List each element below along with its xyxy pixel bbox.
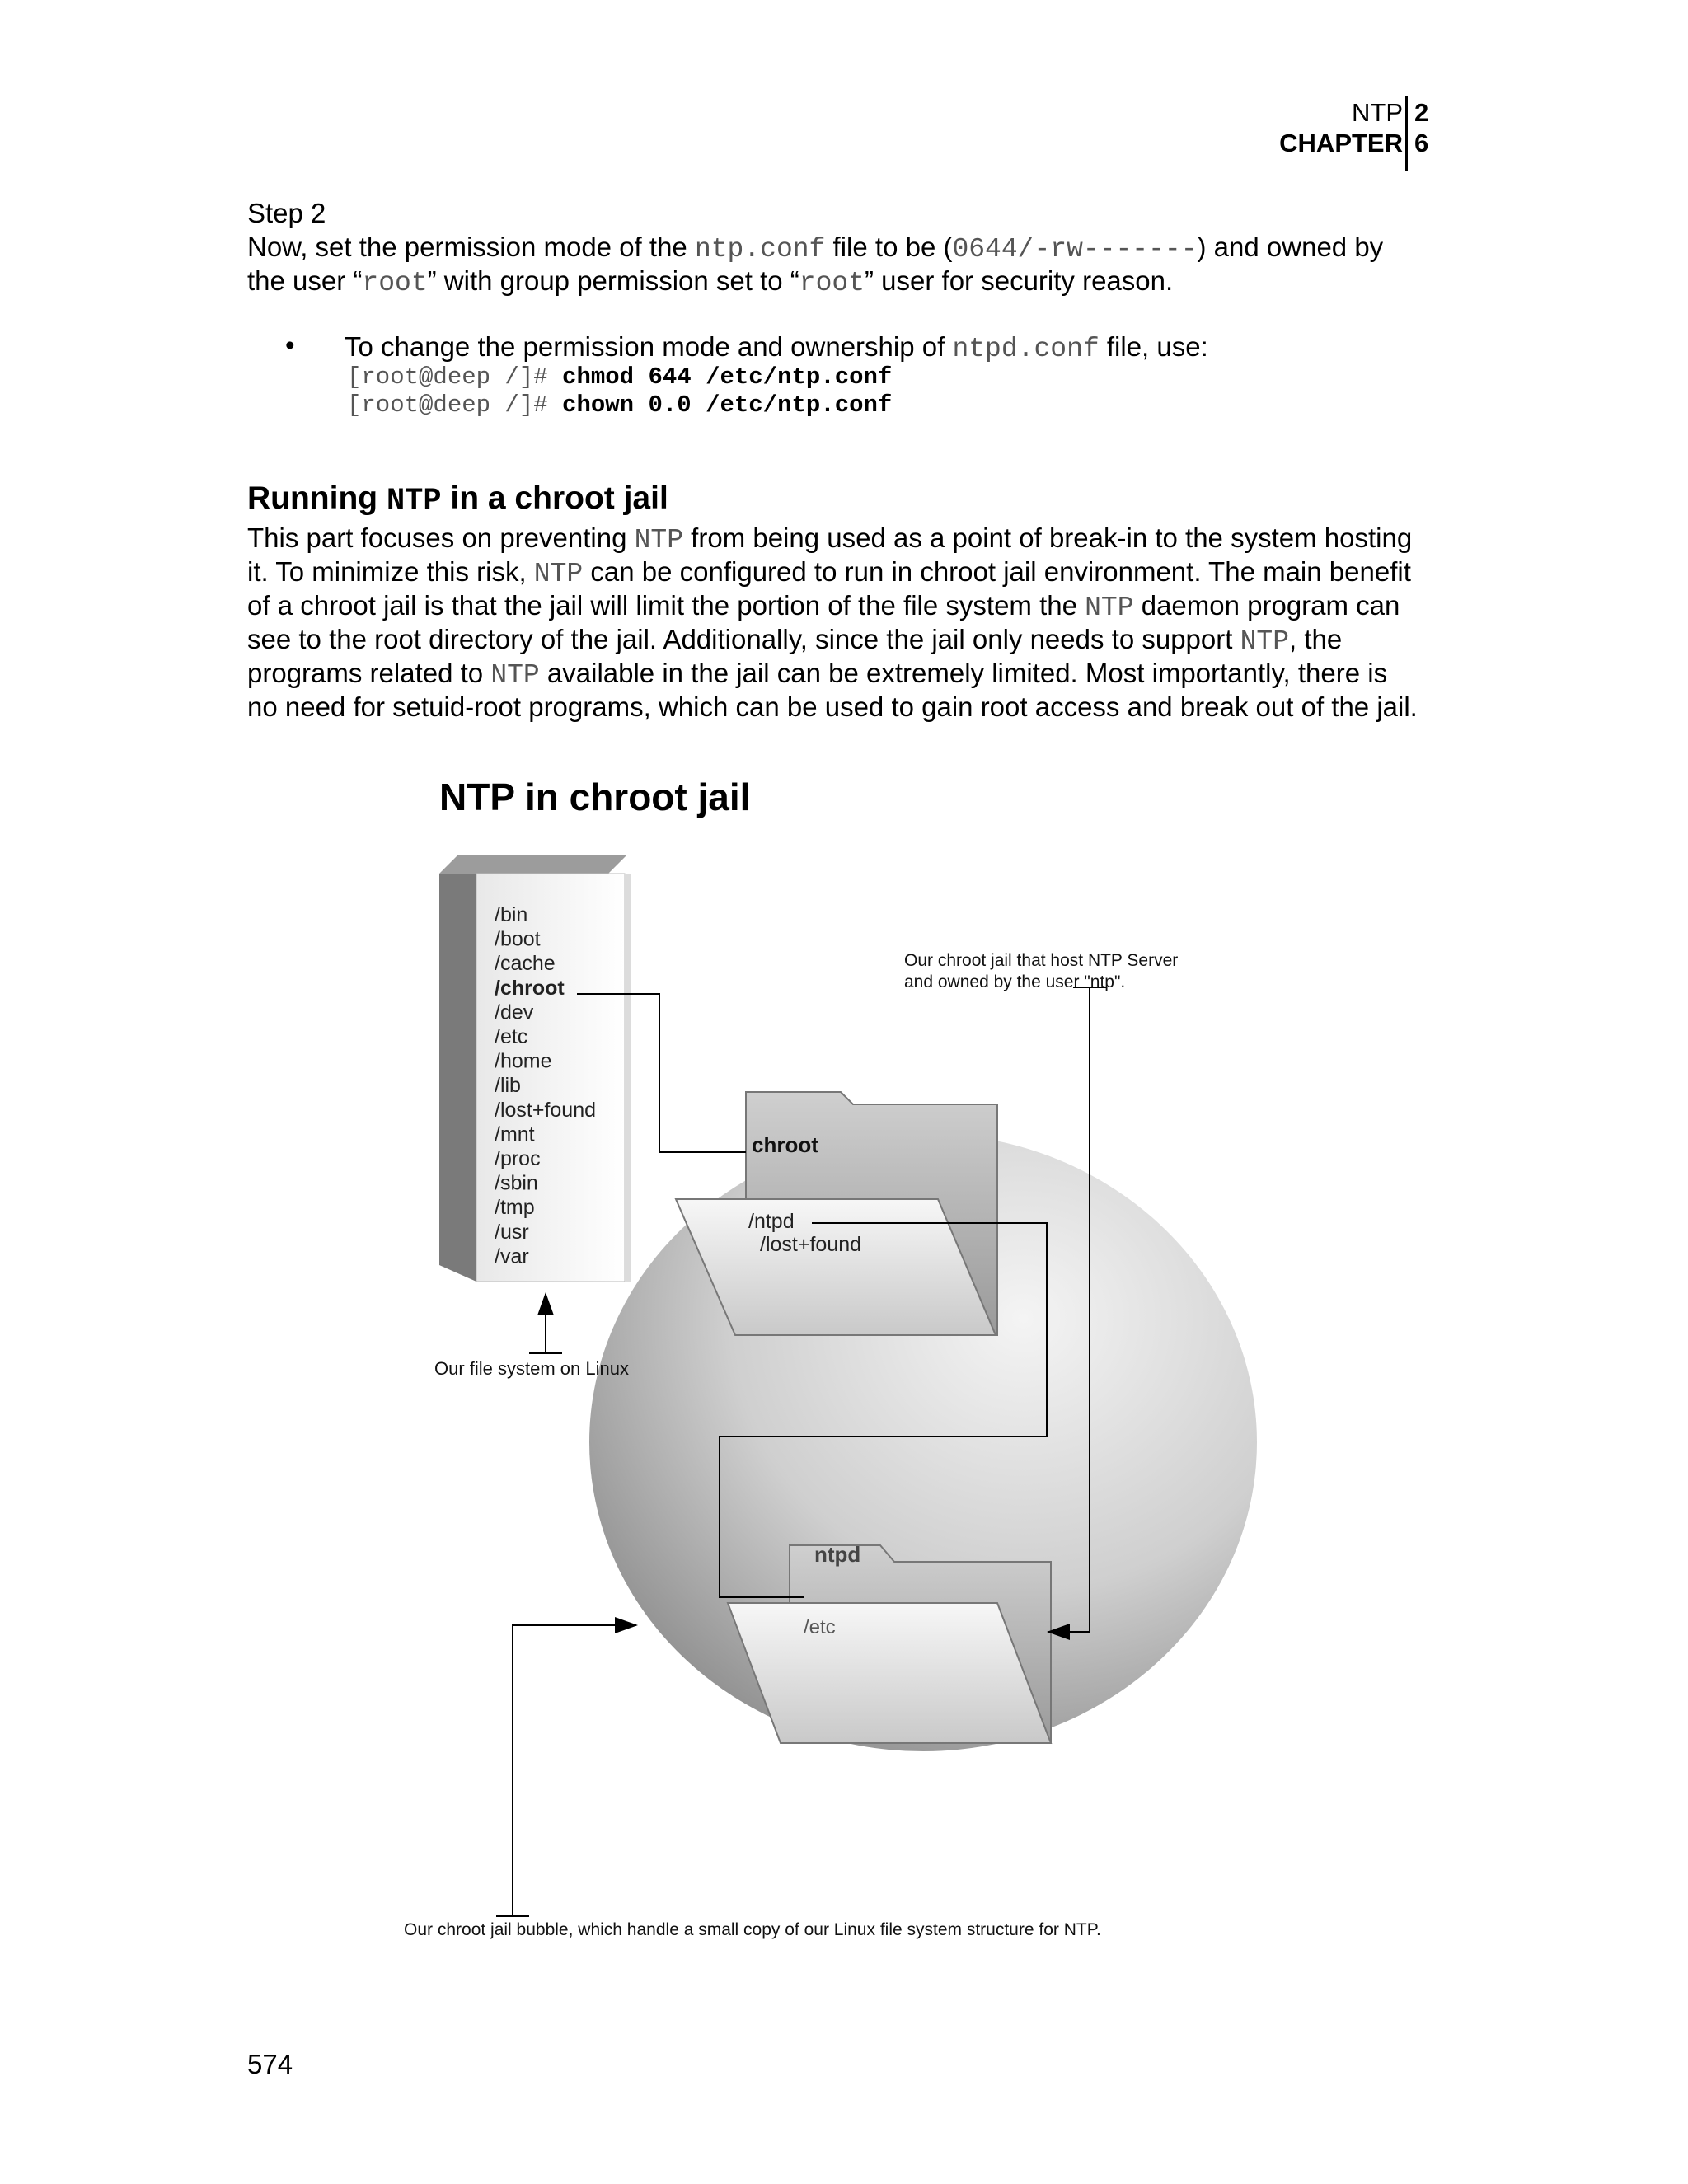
filesystem-caption: Our file system on Linux [434, 1358, 629, 1379]
filesystem-item: /proc [495, 1147, 541, 1170]
bullet-symbol: • [285, 330, 295, 361]
step-paragraph-line-2: the user “root” with group permission se… [247, 264, 1442, 300]
header-chapter-number-1: 2 [1414, 97, 1428, 128]
filesystem-item: /sbin [495, 1172, 538, 1195]
section-line-2: it. To minimize this risk, NTP can be co… [247, 555, 1442, 591]
filesystem-item: /lost+found [495, 1099, 596, 1122]
section-line-1: This part focuses on preventing NTP from… [247, 521, 1442, 557]
section-line-6: no need for setuid-root programs, which … [247, 690, 1442, 724]
section-line-5: programs related to NTP available in the… [247, 656, 1442, 692]
filesystem-item: /var [495, 1244, 529, 1268]
section-line-4: see to the root directory of the jail. A… [247, 622, 1442, 658]
jail-note-line-1: Our chroot jail that host NTP Server [904, 951, 1178, 970]
ntpd-item-etc: /etc [804, 1616, 836, 1638]
filesystem-item: /boot [495, 928, 541, 951]
chroot-folder: chroot /ntpd /lost+found [676, 1092, 997, 1335]
chroot-item-lost-found: /lost+found [760, 1233, 861, 1256]
header-divider [1405, 96, 1408, 171]
jail-note-line-2: and owned by the user "ntp". [904, 972, 1125, 991]
filesystem-item: /chroot [495, 977, 565, 1000]
filesystem-item: /lib [495, 1074, 521, 1097]
command-chown: [root@deep /]# chown 0.0 /etc/ntp.conf [347, 391, 892, 419]
step-label: Step 2 [247, 196, 1442, 230]
header-right: 2 6 [1414, 97, 1428, 158]
header-chapter-label: CHAPTER [1057, 128, 1403, 158]
step-paragraph-line-1: Now, set the permission mode of the ntp.… [247, 230, 1442, 266]
ntpd-folder-label: ntpd [814, 1542, 860, 1567]
figure-title: NTP in chroot jail [439, 776, 750, 818]
filesystem-item: /usr [495, 1221, 529, 1244]
filesystem-item: /mnt [495, 1122, 535, 1146]
connector-bubble-caption [513, 1625, 636, 1916]
filesystem-item: /tmp [495, 1196, 535, 1219]
filesystem-item: /etc [495, 1025, 528, 1048]
header-chapter-title: NTP [1057, 97, 1403, 128]
chroot-item-ntpd: /ntpd [748, 1210, 795, 1233]
filesystem-item: /bin [495, 903, 528, 926]
chroot-jail-diagram: NTP in chroot jail /bin/boot/cache/chroo… [0, 758, 1688, 1978]
command-chmod: [root@deep /]# chmod 644 /etc/ntp.conf [347, 363, 892, 391]
filesystem-item: /cache [495, 952, 556, 975]
filesystem-item: /home [495, 1050, 551, 1073]
header-chapter-number-2: 6 [1414, 128, 1428, 158]
page-number: 574 [247, 2049, 293, 2080]
bullet-text: To change the permission mode and owners… [345, 330, 1441, 366]
header-left: NTP CHAPTER [1057, 97, 1403, 158]
filesystem-item: /dev [495, 1001, 534, 1024]
bubble-caption: Our chroot jail bubble, which handle a s… [404, 1920, 1101, 1939]
section-heading: Running NTP in a chroot jail [247, 480, 668, 518]
section-line-3: of a chroot jail is that the jail will l… [247, 588, 1442, 625]
chroot-folder-label: chroot [752, 1132, 818, 1157]
